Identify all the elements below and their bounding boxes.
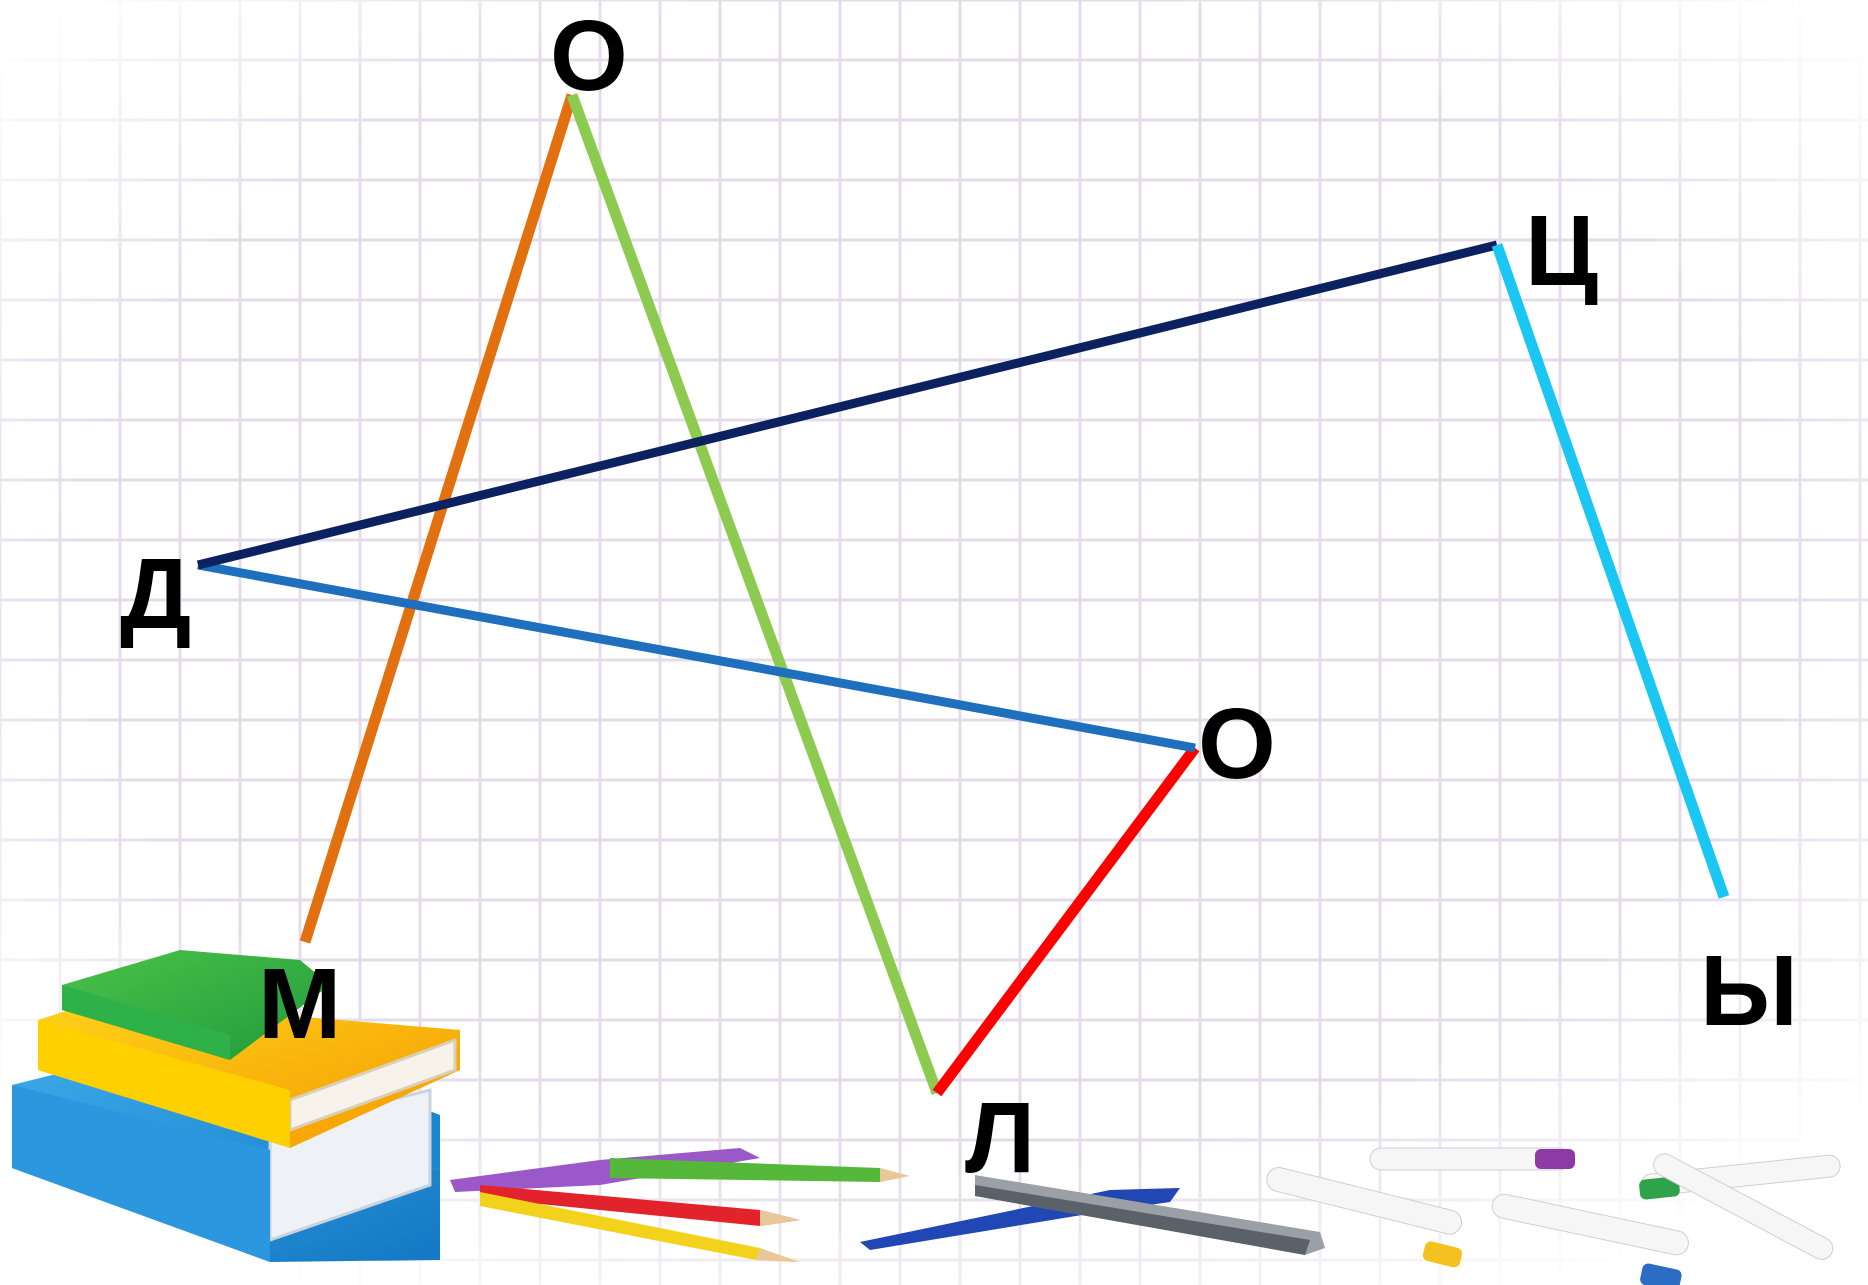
label-m: М [258, 948, 341, 1060]
label-y: Ы [1700, 935, 1798, 1047]
letter-path [196, 93, 1730, 1097]
segment-l-o-mid [932, 744, 1200, 1097]
markers-illustration [1266, 1147, 1841, 1285]
segment-m-o-top [299, 93, 578, 944]
label-o-mid: О [1198, 688, 1276, 800]
label-l: Л [965, 1082, 1035, 1194]
segment-d-ts [196, 240, 1499, 570]
books-illustration [12, 950, 460, 1262]
label-d: Д [120, 538, 191, 650]
pen-ruler-illustration [860, 1175, 1325, 1255]
segment-o-mid-d [197, 560, 1196, 753]
segment-o-top-l [566, 93, 943, 1095]
label-ts: Ц [1525, 195, 1598, 307]
label-o-top: О [550, 0, 628, 112]
segment-ts-y [1491, 243, 1730, 899]
point-labels: О Ц Д О М Л Ы [120, 0, 1798, 1194]
pencils-illustration [450, 1148, 910, 1262]
